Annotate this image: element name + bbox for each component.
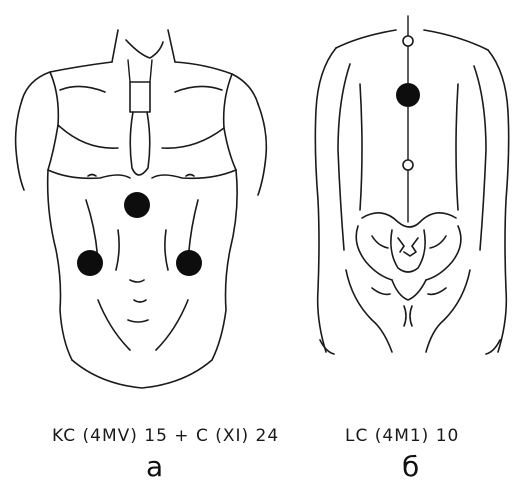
back-torso-drawing	[315, 16, 508, 354]
point-marker-left-abdomen	[77, 250, 103, 276]
panel-letter-a: а	[146, 450, 163, 483]
point-marker-sternum	[124, 192, 150, 218]
spine-landmark-upper	[403, 36, 413, 46]
point-marker-right-abdomen	[176, 250, 202, 276]
spine-landmark-lower	[403, 160, 413, 170]
point-marker-spine	[396, 83, 420, 107]
caption-panel-b: LC (4M1) 10	[345, 426, 459, 446]
panel-letter-b: б	[402, 450, 419, 483]
caption-panel-a: KC (4MV) 15 + C (XI) 24	[52, 426, 279, 446]
